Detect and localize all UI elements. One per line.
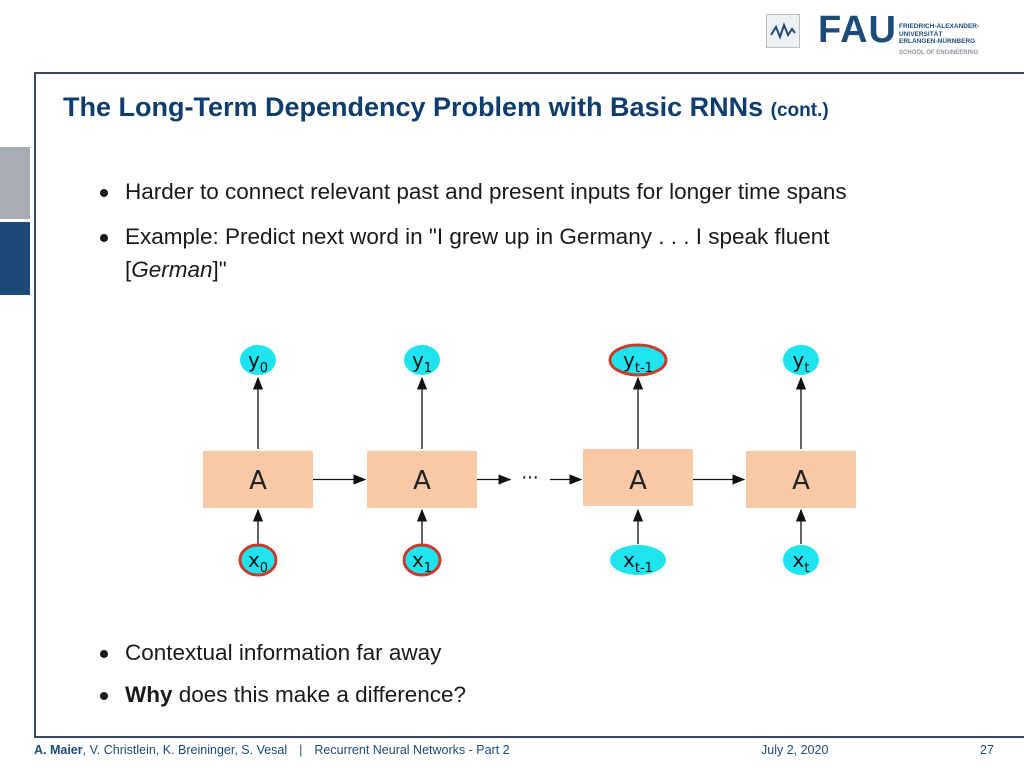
input-node-x-label: xt-1 [623, 548, 653, 576]
input-node-x-shape [402, 543, 442, 577]
output-node-y: yt-1 [608, 343, 668, 377]
section-tab-inactive [0, 147, 30, 219]
output-node-y: y1 [404, 345, 440, 376]
bullet-item: Contextual information far away [100, 636, 980, 669]
rnn-cell-label: A [413, 466, 431, 496]
rnn-cell-label: A [629, 466, 647, 496]
rnn-cell-box [746, 451, 856, 508]
footer-credits: A. Maier, V. Christlein, K. Breininger, … [34, 743, 510, 757]
bullet-dot [100, 692, 108, 700]
bullet-item: Why does this make a difference? [100, 678, 980, 711]
bullet-dot [100, 189, 108, 197]
slide-title: The Long-Term Dependency Problem with Ba… [63, 92, 829, 122]
bullet-dot [100, 650, 108, 658]
rnn-unrolled-diagram: Ay0 x0 Ay1 x1 Ayt-1 xt-1 Ayt xt ··· [203, 343, 856, 577]
rnn-cell-box [367, 451, 477, 508]
bullet-list-top: Harder to connect relevant past and pres… [100, 175, 980, 298]
page-number: 27 [980, 743, 994, 757]
rnn-cell: A [203, 451, 313, 508]
rnn-cell-box [583, 449, 693, 506]
rnn-cell: A [583, 449, 693, 506]
output-node-y-shape [404, 345, 440, 375]
rnn-cell-label: A [792, 466, 810, 496]
output-node-y-shape [608, 343, 668, 377]
input-node-x: xt [783, 545, 819, 576]
fau-logo: FAU [818, 9, 897, 51]
section-tab-active [0, 222, 30, 295]
output-node-y-shape [783, 345, 819, 375]
header-divider [34, 72, 1024, 74]
rnn-cell: A [746, 451, 856, 508]
left-border [34, 72, 36, 736]
output-node-y-label: yt [793, 348, 810, 376]
ellipsis-label: ··· [521, 468, 538, 489]
input-node-x: xt-1 [610, 545, 666, 576]
school-name: SCHOOL OF ENGINEERING [899, 50, 979, 56]
input-node-x-label: xt [793, 548, 810, 576]
output-node-y-label: yt-1 [623, 348, 653, 376]
rnn-cell: A [367, 451, 477, 508]
output-node-y-label: y1 [412, 348, 432, 376]
faculty-seal-icon [766, 14, 800, 48]
input-node-x-label: x0 [248, 548, 268, 576]
rnn-cell-box [203, 451, 313, 508]
input-node-x: x1 [402, 543, 442, 577]
input-node-x-label: x1 [412, 548, 432, 576]
input-node-x-shape [610, 545, 666, 575]
footer-date: July 2, 2020 [761, 743, 829, 757]
input-node-x-shape [783, 545, 819, 575]
output-node-y-shape [240, 345, 276, 375]
output-node-y: yt [783, 345, 819, 376]
footer-divider [34, 736, 1024, 738]
university-name: FRIEDRICH-ALEXANDER- UNIVERSITÄT ERLANGE… [899, 23, 980, 45]
bullet-item: Example: Predict next word in "I grew up… [100, 220, 980, 286]
output-node-y-label: y0 [248, 348, 268, 376]
bullet-dot [100, 234, 108, 242]
input-node-x-shape [238, 543, 278, 577]
bullet-item: Harder to connect relevant past and pres… [100, 175, 980, 208]
input-node-x: x0 [238, 543, 278, 577]
rnn-cell-label: A [249, 466, 267, 496]
output-node-y: y0 [240, 345, 276, 376]
bullet-list-bottom: Contextual information far away Why does… [100, 636, 980, 720]
